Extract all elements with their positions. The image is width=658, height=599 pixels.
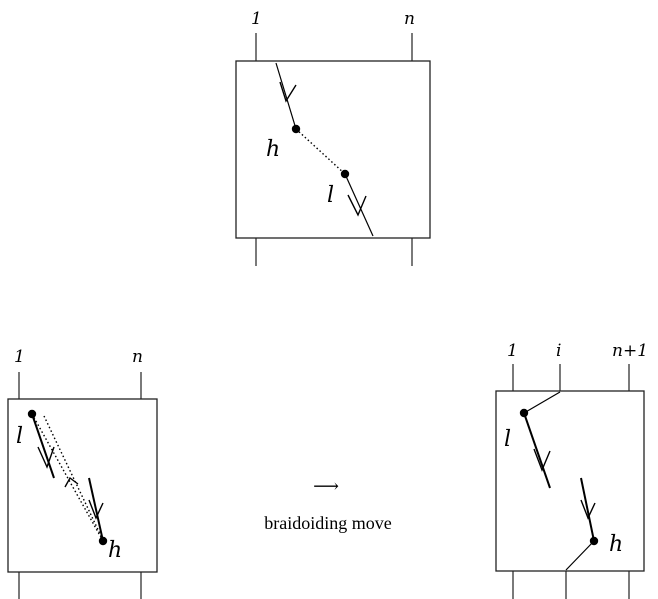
- left-leg-endpoint: [27, 409, 37, 419]
- top-strand-label-n: n: [404, 9, 415, 29]
- right-strand-label-1: 1: [507, 341, 518, 361]
- right-head-label: h: [609, 532, 623, 557]
- braidoiding-move: ⟶ braidoiding move: [264, 476, 391, 533]
- move-caption: braidoiding move: [264, 513, 391, 533]
- right-head-arrow: [580, 499, 596, 520]
- right-strand-label-i: i: [556, 341, 561, 361]
- left-strand-label-1: 1: [14, 347, 25, 367]
- right-leg-endpoint: [519, 408, 529, 418]
- left-head-arc: [88, 477, 104, 542]
- left-dotted-upper: [31, 413, 104, 542]
- left-dotted-arrow: [64, 476, 79, 488]
- top-upper-arrow: [279, 81, 297, 103]
- right-strand-label-n1: n+1: [612, 341, 648, 361]
- left-head-endpoint: [98, 536, 108, 546]
- left-leg-label: l: [16, 424, 23, 449]
- left-head-label: h: [108, 538, 122, 563]
- top-head-endpoint: [291, 124, 301, 134]
- top-leg-label: l: [327, 183, 334, 208]
- top-dotted-connector: [295, 128, 346, 175]
- top-lower-arrow: [347, 194, 367, 217]
- top-leg-endpoint: [340, 169, 350, 179]
- right-leg-arrow: [533, 448, 551, 472]
- right-head-arc: [580, 477, 595, 542]
- left-leg-arc: [31, 413, 55, 479]
- right-leg-arc: [523, 412, 551, 489]
- top-lower-arc: [344, 173, 374, 237]
- right-tangle: 1 i n+1 l h: [495, 341, 648, 599]
- left-tangle-box: [7, 398, 158, 573]
- top-tangle: 1 n h l: [235, 9, 431, 266]
- top-strand-label-1: 1: [251, 9, 262, 29]
- right-leg-label: l: [504, 427, 511, 452]
- left-tangle: 1 n l h: [7, 347, 158, 599]
- left-dotted-lower: [43, 415, 103, 539]
- top-head-label: h: [266, 137, 280, 162]
- left-head-arrow: [88, 499, 104, 520]
- top-upper-arc: [275, 62, 297, 130]
- right-tangle-box: [495, 390, 645, 572]
- right-head-to-bottom: [565, 540, 595, 571]
- top-tangle-box: [235, 60, 431, 239]
- left-strand-label-n: n: [132, 347, 143, 367]
- left-leg-arrow: [37, 446, 55, 469]
- right-head-endpoint: [589, 536, 599, 546]
- move-arrow: ⟶: [313, 476, 339, 496]
- right-leg-to-top: [523, 391, 561, 414]
